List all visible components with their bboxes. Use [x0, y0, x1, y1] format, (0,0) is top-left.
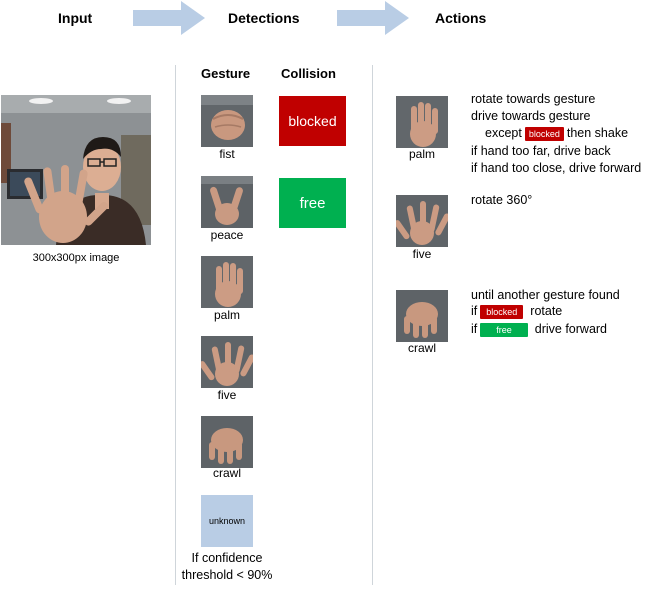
- action-palm-except-text: except: [485, 126, 522, 140]
- action-palm-line5: if hand too close, drive forward: [471, 161, 642, 175]
- action-palm-blocked-badge: blocked: [524, 126, 564, 141]
- flow-arrow-2: [337, 1, 409, 35]
- gesture-fist-label: fist: [219, 147, 235, 161]
- action-palm-shake-text: then shake: [566, 126, 629, 140]
- gesture-column-title: Gesture: [201, 66, 251, 81]
- collision-column-title: Collision: [281, 66, 336, 81]
- action-crawl-blocked-badge: blocked: [480, 304, 524, 319]
- action-crawl-line1: until another gesture found: [471, 288, 620, 302]
- collision-blocked-label: blocked: [288, 113, 337, 129]
- gesture-unknown-box: unknown: [201, 495, 253, 547]
- unknown-note-line1: If confidence: [191, 551, 263, 565]
- action-five-label: five: [412, 247, 432, 261]
- action-crawl-label: crawl: [407, 341, 436, 355]
- action-palm-line2: drive towards gesture: [471, 109, 591, 123]
- action-five-image: [396, 195, 448, 247]
- divider-right: [372, 65, 373, 585]
- action-crawl-free-badge: free: [480, 322, 528, 337]
- input-image-caption: 300x300px image: [32, 252, 120, 264]
- collision-free-label: free: [299, 194, 326, 212]
- header-detections: Detections: [228, 10, 300, 26]
- flow-arrow-1: [133, 1, 205, 35]
- gesture-five-image: [201, 336, 253, 388]
- action-crawl-rotate-text: rotate: [530, 304, 563, 318]
- gesture-fist-image: [201, 95, 253, 147]
- collision-blocked-box: blocked: [279, 96, 346, 146]
- action-palm-label: palm: [408, 147, 435, 161]
- action-crawl-if-text-2: if: [471, 322, 478, 336]
- gesture-peace-image: [201, 176, 253, 228]
- action-palm-line4: if hand too far, drive back: [471, 144, 611, 158]
- gesture-crawl-image: [201, 416, 253, 468]
- gesture-five-label: five: [217, 388, 237, 402]
- header-input: Input: [58, 10, 93, 26]
- action-palm-image: [396, 96, 448, 148]
- gesture-crawl-label: crawl: [212, 466, 241, 480]
- gesture-palm-image: [201, 256, 253, 308]
- collision-free-box: free: [279, 178, 346, 228]
- action-palm-line1: rotate towards gesture: [471, 92, 596, 106]
- gesture-unknown-label: unknown: [208, 516, 246, 526]
- action-crawl-image: [396, 290, 448, 342]
- action-five-line1: rotate 360°: [471, 193, 533, 207]
- divider-left: [175, 65, 176, 585]
- header-actions: Actions: [435, 10, 487, 26]
- input-image: [1, 95, 151, 245]
- gesture-peace-label: peace: [210, 228, 244, 242]
- action-crawl-if-text-1: if: [471, 304, 478, 318]
- action-crawl-drive-text: drive forward: [534, 322, 608, 336]
- gesture-palm-label: palm: [213, 308, 240, 322]
- unknown-note-line2: threshold < 90%: [181, 568, 273, 582]
